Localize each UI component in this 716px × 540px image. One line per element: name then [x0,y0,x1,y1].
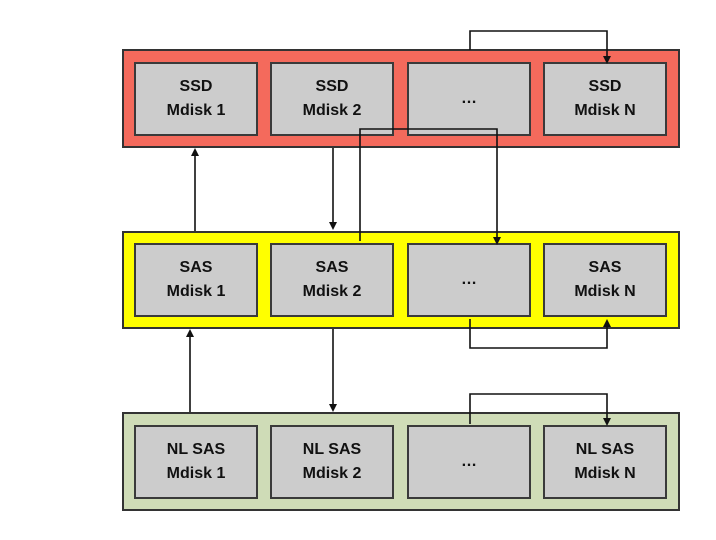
ellipsis-label: … [461,90,477,107]
disk-name-label: Mdisk N [574,465,636,482]
disk-name-label: Mdisk 2 [302,465,362,482]
disk-name-label: Mdisk 1 [166,102,226,119]
disk-type-label: NL SAS [302,441,362,458]
sas2-to-ellipsis-arrow [359,128,501,245]
ssd-mdisk-1: SSD Mdisk 1 [134,62,258,136]
disk-type-label: SSD [179,78,213,95]
disk-name-label: Mdisk 1 [166,283,226,300]
disk-type-label: SSD [588,78,622,95]
disk-type-label: SAS [179,259,213,276]
disk-type-label: SAS [315,259,349,276]
disk-type-label: NL SAS [575,441,635,458]
ssd-mdisk-ellipsis: … [407,62,531,136]
ellipsis-label: … [461,271,477,288]
nl-sas-mdisk-2: NL SAS Mdisk 2 [270,425,394,499]
disk-type-label: SSD [315,78,349,95]
ssd-mdisk-2: SSD Mdisk 2 [270,62,394,136]
nl-sas-mdisk-n: NL SAS Mdisk N [543,425,667,499]
nl-sas-mdisk-ellipsis: … [407,425,531,499]
disk-name-label: Mdisk 1 [166,465,226,482]
disk-type-label: SAS [588,259,622,276]
sas-mdisk-n: SAS Mdisk N [543,243,667,317]
nl-loop-arrow [469,393,611,426]
disk-name-label: Mdisk N [574,283,636,300]
ssd-loop-arrow [469,30,611,64]
sas-loop-arrow [469,319,611,349]
ellipsis-label: … [461,453,477,470]
sas-mdisk-ellipsis: … [407,243,531,317]
sas-mdisk-1: SAS Mdisk 1 [134,243,258,317]
nl-sas-tier: NL SAS Mdisk 1 NL SAS Mdisk 2 … NL SAS M… [122,412,680,511]
ssd-tier: SSD Mdisk 1 SSD Mdisk 2 … SSD Mdisk N [122,49,680,148]
disk-name-label: Mdisk 2 [302,283,362,300]
nl-sas-mdisk-1: NL SAS Mdisk 1 [134,425,258,499]
sas-tier: SAS Mdisk 1 SAS Mdisk 2 … SAS Mdisk N [122,231,680,329]
disk-name-label: Mdisk N [574,102,636,119]
sas-mdisk-2: SAS Mdisk 2 [270,243,394,317]
disk-name-label: Mdisk 2 [302,102,362,119]
disk-type-label: NL SAS [166,441,226,458]
